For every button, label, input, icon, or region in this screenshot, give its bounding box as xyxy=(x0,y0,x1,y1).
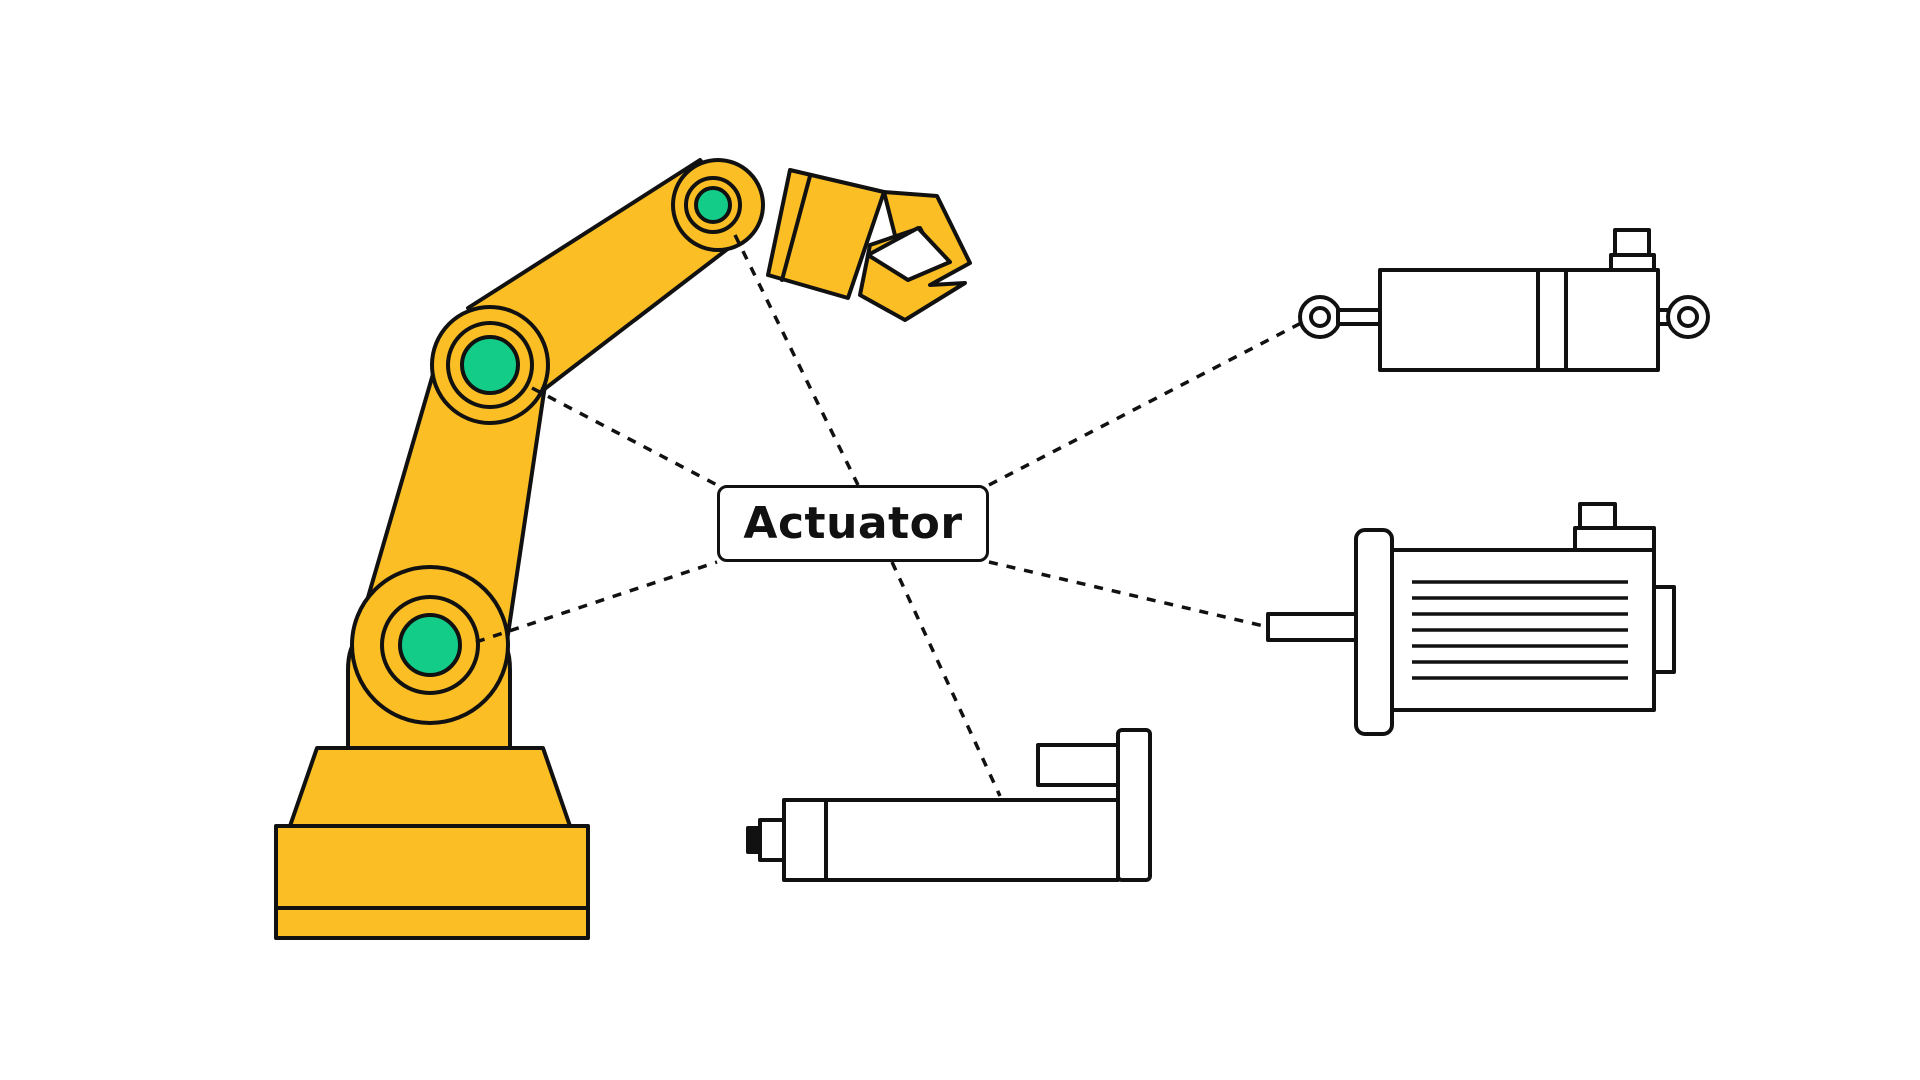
actuator-tube xyxy=(782,798,828,882)
connector-linear-actuator xyxy=(890,561,1002,797)
robot-arm-illustration xyxy=(274,158,972,940)
connector-base xyxy=(475,560,718,644)
connector-lines xyxy=(475,234,1304,797)
actuator-label: Actuator xyxy=(743,498,963,549)
motor-flange xyxy=(1354,528,1394,736)
actuator-end-plate xyxy=(1116,728,1152,882)
pneumatic-cylinder-illustration xyxy=(1298,228,1710,372)
connector-shoulder xyxy=(531,386,718,487)
actuator-motor xyxy=(1036,743,1122,787)
cylinder-body xyxy=(1378,268,1660,372)
gripper-opening xyxy=(866,226,952,282)
servo-motor-illustration xyxy=(1266,502,1676,736)
linear-actuator-illustration xyxy=(746,728,1152,882)
actuator-label-box: Actuator xyxy=(717,485,989,562)
base-joint-core xyxy=(398,613,462,677)
robot-base-top xyxy=(288,746,572,828)
motor-cooling-fins xyxy=(1412,580,1628,680)
gripper-body xyxy=(766,168,886,300)
actuator-housing xyxy=(824,798,1120,882)
connector-servo-motor xyxy=(988,560,1269,629)
motor-shaft xyxy=(1266,612,1358,642)
wrist-joint-core xyxy=(694,186,732,224)
connector-cylinder xyxy=(988,320,1304,487)
robot-base-bottom xyxy=(274,824,590,940)
shoulder-joint-core xyxy=(460,335,520,395)
